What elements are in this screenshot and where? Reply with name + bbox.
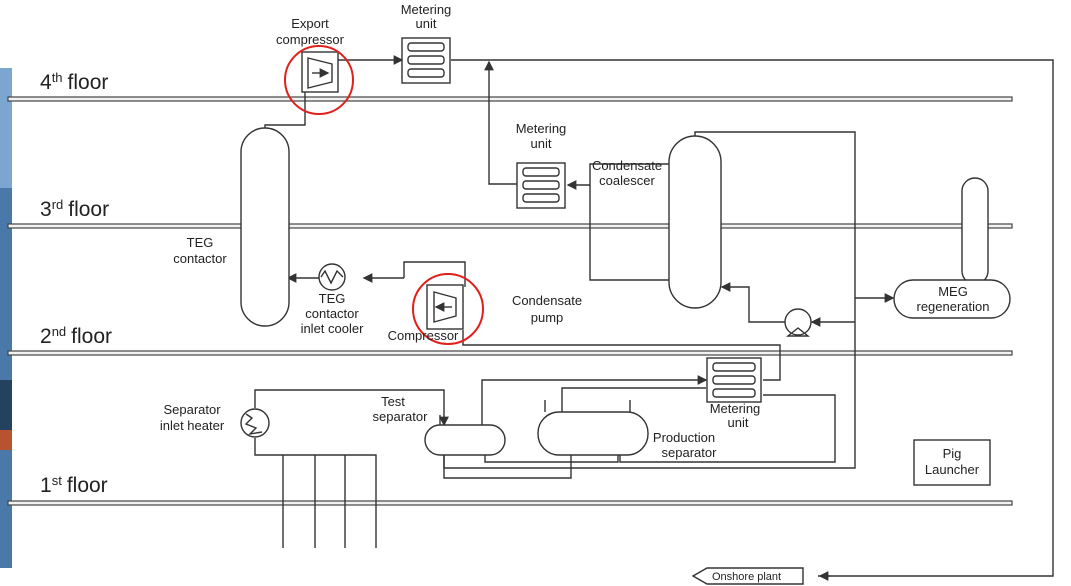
floor-rail-2	[7, 350, 1013, 356]
production-separator-vessel	[537, 411, 649, 456]
compressor-highlight	[412, 273, 484, 345]
teg-cooler	[318, 263, 346, 291]
teg-contactor-vessel	[240, 127, 290, 327]
compressor	[426, 284, 464, 330]
onshore-plant-tag	[691, 567, 804, 585]
export-compressor	[301, 51, 339, 93]
condensate-coalescer-vessel	[668, 135, 722, 309]
floor-rail-1	[7, 500, 1013, 506]
test-separator-vessel	[424, 424, 506, 456]
separator-inlet-heater	[240, 408, 270, 438]
export-compressor-highlight	[284, 45, 354, 115]
pig-launcher-box	[913, 439, 991, 486]
onshore-plant-label: Onshore plant	[712, 571, 781, 583]
floor-rail-3	[7, 223, 1013, 229]
metering-unit-low	[706, 357, 762, 403]
background-photo-strip	[0, 68, 12, 568]
meg-regeneration-column	[961, 177, 989, 285]
metering-unit-mid	[516, 162, 566, 209]
meg-regeneration-vessel	[893, 279, 1011, 319]
compressor-label: Compressor	[388, 328, 459, 343]
metering-unit-top	[401, 37, 451, 84]
condensate-pump	[784, 308, 812, 337]
piping	[254, 55, 1054, 581]
floor-rail-4	[7, 96, 1013, 102]
